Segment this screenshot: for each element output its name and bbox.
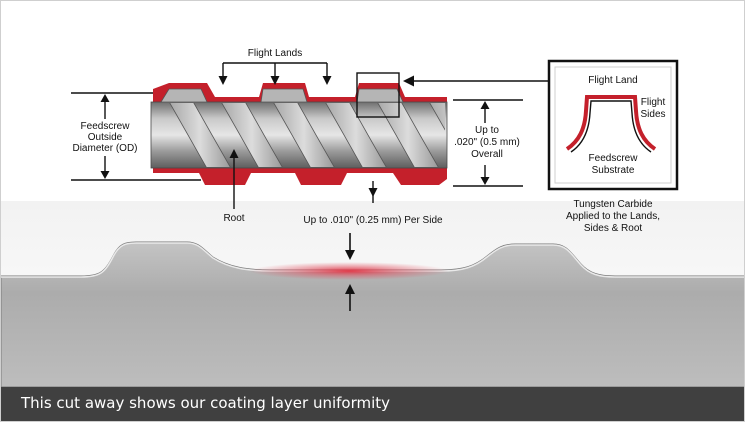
flight-lands (160, 88, 404, 103)
per-side-pointer (368, 181, 378, 203)
coating-thickness-arrows (345, 233, 355, 311)
per-side-label: Up to .010" (0.25 mm) Per Side (303, 215, 443, 226)
inset-flight-sides-line2: Sides (640, 109, 666, 120)
coating-layer-bottom (153, 167, 447, 185)
od-label-line1: Feedscrew (80, 121, 130, 132)
od-label-line2: Outside (87, 132, 123, 143)
caption-bar (1, 387, 744, 421)
screw-flights (169, 103, 445, 167)
inset-box (547, 59, 679, 191)
od-dimension (71, 92, 201, 181)
flight-lands-bracket (218, 62, 332, 85)
coating-highlight-glow (249, 262, 449, 280)
tungsten-carbide-line1: Tungsten Carbide (573, 199, 653, 210)
tungsten-carbide-line3: Sides & Root (583, 223, 643, 234)
detail-callout-arrow (403, 75, 549, 87)
root-label: Root (223, 213, 245, 224)
root-pointer (229, 149, 239, 209)
od-label-line3: Diameter (OD) (72, 143, 138, 154)
caption-text: This cut away shows our coating layer un… (21, 394, 391, 412)
overall-label-line3: Overall (471, 149, 503, 160)
inset-flight-land-label: Flight Land (588, 75, 638, 86)
inset-flight-sides-line1: Flight (640, 97, 666, 108)
inset-substrate-line1: Feedscrew (588, 153, 638, 164)
overall-dimension (453, 99, 523, 187)
inset-flight-profile (565, 95, 657, 153)
overall-label-line2: .020" (0.5 mm) (454, 137, 520, 148)
tungsten-carbide-line2: Applied to the Lands, (566, 211, 660, 222)
overall-label-line1: Up to (475, 125, 499, 136)
detail-callout-box (356, 72, 400, 118)
inset-substrate-line2: Substrate (591, 165, 635, 176)
flight-lands-label: Flight Lands (247, 48, 303, 59)
